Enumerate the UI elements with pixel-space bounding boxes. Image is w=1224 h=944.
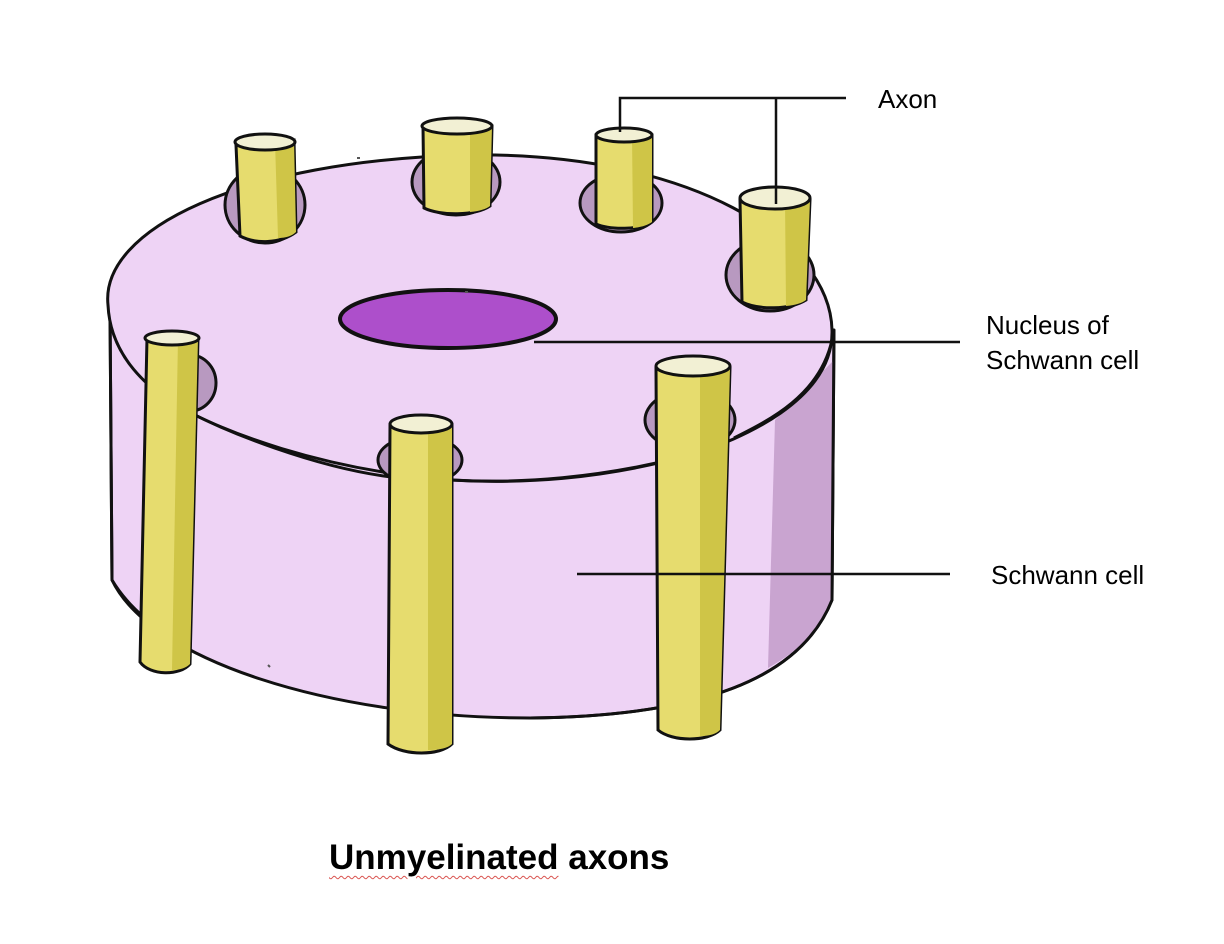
sketch-flecks bbox=[267, 157, 468, 668]
axon-back-4 bbox=[738, 185, 812, 310]
front-axons bbox=[138, 329, 732, 755]
rim-notches bbox=[181, 339, 834, 483]
schwann-cell-label: Schwann cell bbox=[991, 560, 1145, 590]
caption-rest: axons bbox=[558, 838, 670, 877]
axon-back-1 bbox=[233, 132, 298, 243]
leader-lines bbox=[534, 96, 960, 576]
axon-front-left bbox=[138, 329, 201, 675]
diagram-caption: Unmyelinated axons bbox=[329, 838, 669, 878]
nucleus-label: Nucleus of Schwann cell bbox=[986, 308, 1139, 378]
axon-front-right bbox=[654, 354, 732, 741]
nucleus bbox=[338, 288, 558, 350]
axon-back-2 bbox=[420, 116, 494, 216]
axon-label: Axon bbox=[878, 84, 938, 114]
axon-back-3 bbox=[594, 126, 654, 230]
nucleus-label-line2: Schwann cell bbox=[986, 345, 1140, 375]
caption-first-word: Unmyelinated bbox=[329, 838, 559, 877]
schwann-cell-side-shadow bbox=[768, 360, 834, 668]
back-axons bbox=[233, 116, 812, 310]
axon-front-center bbox=[386, 413, 454, 755]
axon-leader-line bbox=[618, 96, 846, 204]
nucleus-label-line1: Nucleus of bbox=[986, 310, 1109, 340]
